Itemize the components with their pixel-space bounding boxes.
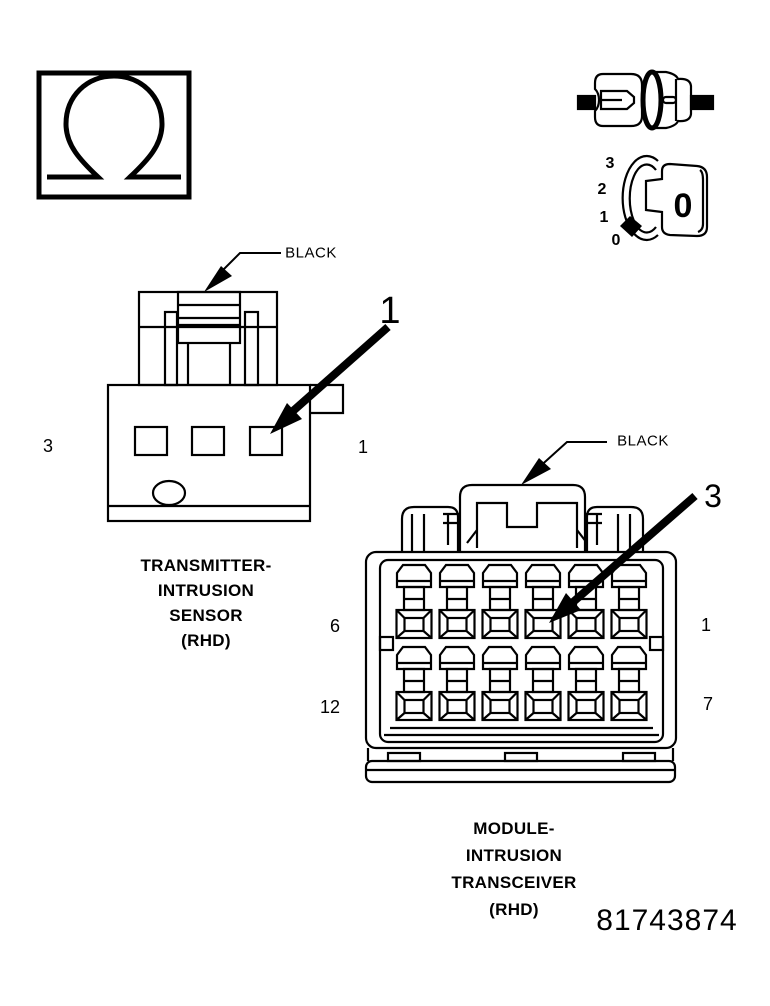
- module-caption: MODULE- INTRUSION TRANSCEIVER (RHD): [404, 815, 624, 923]
- module-terminal-grid: [395, 563, 648, 722]
- module-connector-drawing: [364, 483, 678, 784]
- key-position-1-label: 1: [599, 209, 609, 226]
- key-selected-position-label: 0: [673, 187, 693, 225]
- module-body: [364, 550, 678, 750]
- sensor-callout-label: 1: [379, 290, 401, 332]
- sensor-callout-arrow: [270, 324, 391, 434]
- module-pin12-label: 12: [319, 697, 341, 717]
- sensor-wire-hole: [151, 479, 187, 507]
- sensor-caption-line-4: (RHD): [181, 631, 231, 650]
- module-base: [364, 748, 677, 784]
- module-caption-line-4: (RHD): [489, 900, 539, 919]
- module-color-label: BLACK: [617, 432, 669, 450]
- sensor-body: [106, 383, 345, 523]
- sensor-terminal-3: [133, 425, 169, 457]
- key-position-0-label: 0: [611, 232, 621, 249]
- module-caption-line-2: INTRUSION: [465, 846, 563, 865]
- sensor-latch: [137, 290, 279, 387]
- key-position-2-label: 2: [597, 181, 607, 198]
- module-latch: [443, 483, 602, 552]
- module-ear-right: [585, 505, 645, 552]
- sensor-caption-line-1: TRANSMITTER-: [140, 556, 272, 575]
- module-callout-arrow: [549, 492, 698, 623]
- module-ear-left: [400, 505, 460, 552]
- sensor-terminal-1: [248, 425, 284, 457]
- sensor-color-label: BLACK: [285, 244, 337, 262]
- sensor-caption-line-3: SENSOR: [169, 606, 243, 625]
- module-pin1-label: 1: [700, 615, 712, 635]
- ignition-key-icon: [620, 154, 709, 242]
- sensor-black-leader-arrow: [204, 252, 281, 292]
- module-black-leader-arrow: [521, 441, 607, 485]
- sensor-pin1-label: 1: [357, 437, 369, 457]
- sensor-caption: TRANSMITTER- INTRUSION SENSOR (RHD): [106, 553, 306, 653]
- module-pin7-label: 7: [702, 694, 714, 714]
- module-caption-line-3: TRANSCEIVER: [451, 873, 577, 892]
- key-position-3-label: 3: [605, 155, 615, 172]
- sensor-pin3-label: 3: [42, 436, 54, 456]
- sensor-terminal-2: [190, 425, 226, 457]
- part-number: 81743874: [596, 904, 738, 937]
- sensor-connector-drawing: [106, 290, 345, 523]
- module-pin6-label: 6: [329, 616, 341, 636]
- module-callout-label: 3: [704, 478, 722, 514]
- sensor-caption-line-2: INTRUSION: [157, 581, 255, 600]
- omega-resistance-icon: [36, 70, 192, 200]
- module-caption-line-1: MODULE-: [473, 819, 555, 838]
- inline-connector-icon: [576, 69, 715, 131]
